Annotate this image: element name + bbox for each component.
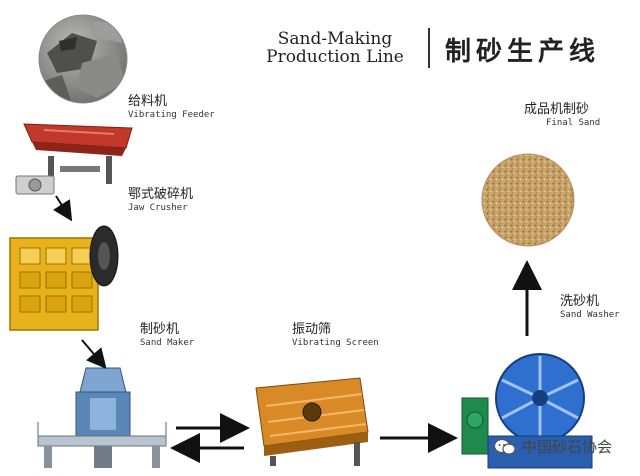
title-english-line1: Sand-Making bbox=[277, 29, 393, 49]
title-english-line2: Production Line bbox=[266, 47, 404, 67]
sand-maker-label-en: Sand Maker bbox=[140, 338, 195, 348]
feeder-label-cn: 给料机 bbox=[128, 94, 168, 109]
final-sand-label-cn: 成品机制砂 bbox=[524, 102, 590, 117]
vibrating-screen-label-cn: 振动筛 bbox=[292, 322, 332, 337]
sand-maker-label-cn: 制砂机 bbox=[140, 322, 180, 337]
final-sand-label-en: Final Sand bbox=[546, 118, 601, 128]
arrow-feeder-to-crusher bbox=[52, 195, 73, 222]
vibrating-feeder-image bbox=[15, 123, 133, 195]
raw-rock-image bbox=[38, 14, 128, 104]
title-chinese: 制砂生产线 bbox=[445, 37, 601, 67]
jaw-crusher-label-cn: 鄂式破碎机 bbox=[128, 187, 194, 202]
watermark-text: 中国砂石协会 bbox=[522, 438, 613, 456]
feeder-label-en: Vibrating Feeder bbox=[128, 110, 215, 120]
jaw-crusher-image bbox=[9, 225, 119, 331]
watermark: 中国砂石协会 bbox=[494, 436, 612, 457]
title-english: Sand-Making Production Line bbox=[250, 30, 420, 66]
vibrating-screen-image bbox=[255, 377, 369, 466]
sand-maker-image bbox=[37, 367, 167, 468]
sand-washer-image bbox=[461, 353, 593, 469]
sand-washer-label-en: Sand Washer bbox=[560, 310, 620, 320]
final-sand-image bbox=[481, 153, 575, 247]
sand-washer-label-cn: 洗砂机 bbox=[560, 294, 600, 309]
title-divider bbox=[428, 28, 430, 68]
vibrating-screen-label-en: Vibrating Screen bbox=[292, 338, 379, 348]
arrow-crusher-to-maker bbox=[81, 339, 107, 370]
wechat-icon bbox=[494, 438, 516, 455]
jaw-crusher-label-en: Jaw Crusher bbox=[128, 203, 188, 213]
